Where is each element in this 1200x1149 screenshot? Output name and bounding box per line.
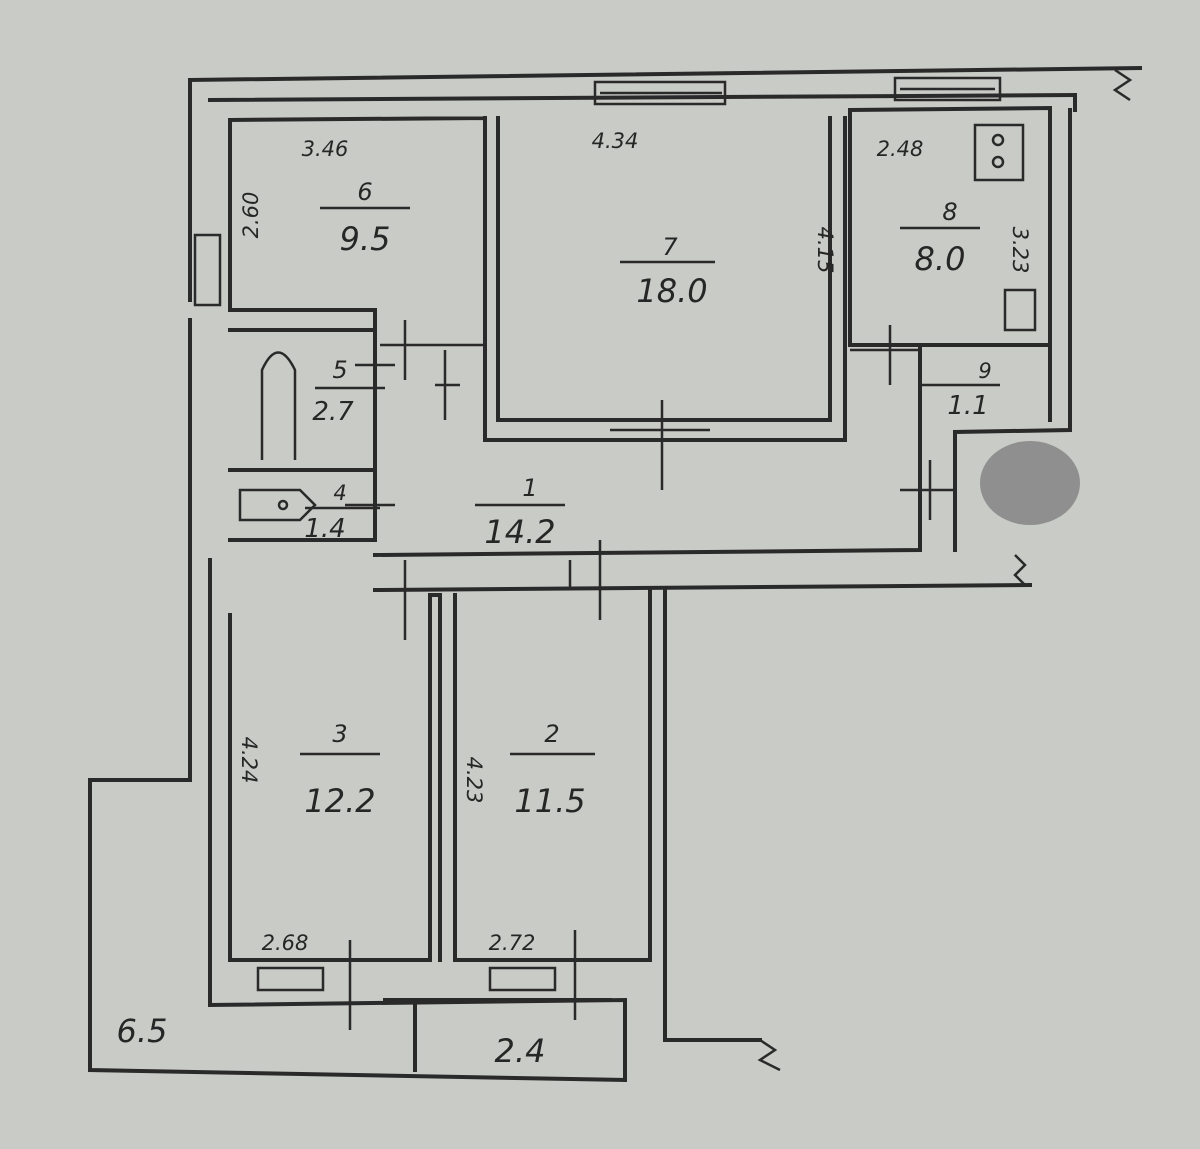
room-9-number: 9 xyxy=(978,359,991,383)
room-8-number: 8 xyxy=(942,198,957,226)
room-3-length: 4.24 xyxy=(237,737,261,784)
room-3-number: 3 xyxy=(332,720,347,748)
room-labels: 6 9.5 3.46 2.60 7 18.0 4.34 4.15 8 8.0 2… xyxy=(117,129,1032,1070)
room-4-number: 4 xyxy=(333,481,346,505)
room-7-length: 4.15 xyxy=(813,227,837,274)
room-8-area: 8.0 xyxy=(915,240,966,278)
outside-bottom-dim: 2.4 xyxy=(495,1032,546,1070)
walls xyxy=(88,65,1143,1083)
room-2-width: 2.72 xyxy=(489,931,536,955)
windows xyxy=(193,68,1133,1072)
room-7-width: 4.34 xyxy=(592,129,639,153)
smudge xyxy=(980,441,1080,525)
doors xyxy=(345,320,955,1030)
room-6-area: 9.5 xyxy=(340,220,391,258)
room-5-area: 2.7 xyxy=(312,397,354,427)
outside-left-dim: 6.5 xyxy=(117,1012,168,1050)
room-3-width: 2.68 xyxy=(262,931,309,955)
toilet-icon xyxy=(238,488,317,522)
room-8-length: 3.23 xyxy=(1008,227,1032,274)
room-7-number: 7 xyxy=(662,233,678,261)
room-6-length: 2.60 xyxy=(239,192,263,239)
room-6-number: 6 xyxy=(357,178,372,206)
room-5-number: 5 xyxy=(332,356,347,384)
room-6-width: 3.46 xyxy=(302,137,349,161)
room-4-area: 1.4 xyxy=(304,514,345,544)
room-1-number: 1 xyxy=(522,474,537,502)
room-1-area: 14.2 xyxy=(484,513,555,551)
room-7-area: 18.0 xyxy=(636,272,707,310)
room-2-area: 11.5 xyxy=(514,782,585,820)
room-3-area: 12.2 xyxy=(304,782,375,820)
stove-icon xyxy=(973,123,1025,182)
room-9-area: 1.1 xyxy=(947,391,988,421)
room-8-width: 2.48 xyxy=(877,137,924,161)
bathtub-icon xyxy=(260,351,297,460)
sink-icon xyxy=(1003,288,1037,332)
break-mark-icon xyxy=(1112,68,1133,102)
room-2-length: 4.23 xyxy=(462,757,486,804)
room-2-number: 2 xyxy=(544,720,559,748)
